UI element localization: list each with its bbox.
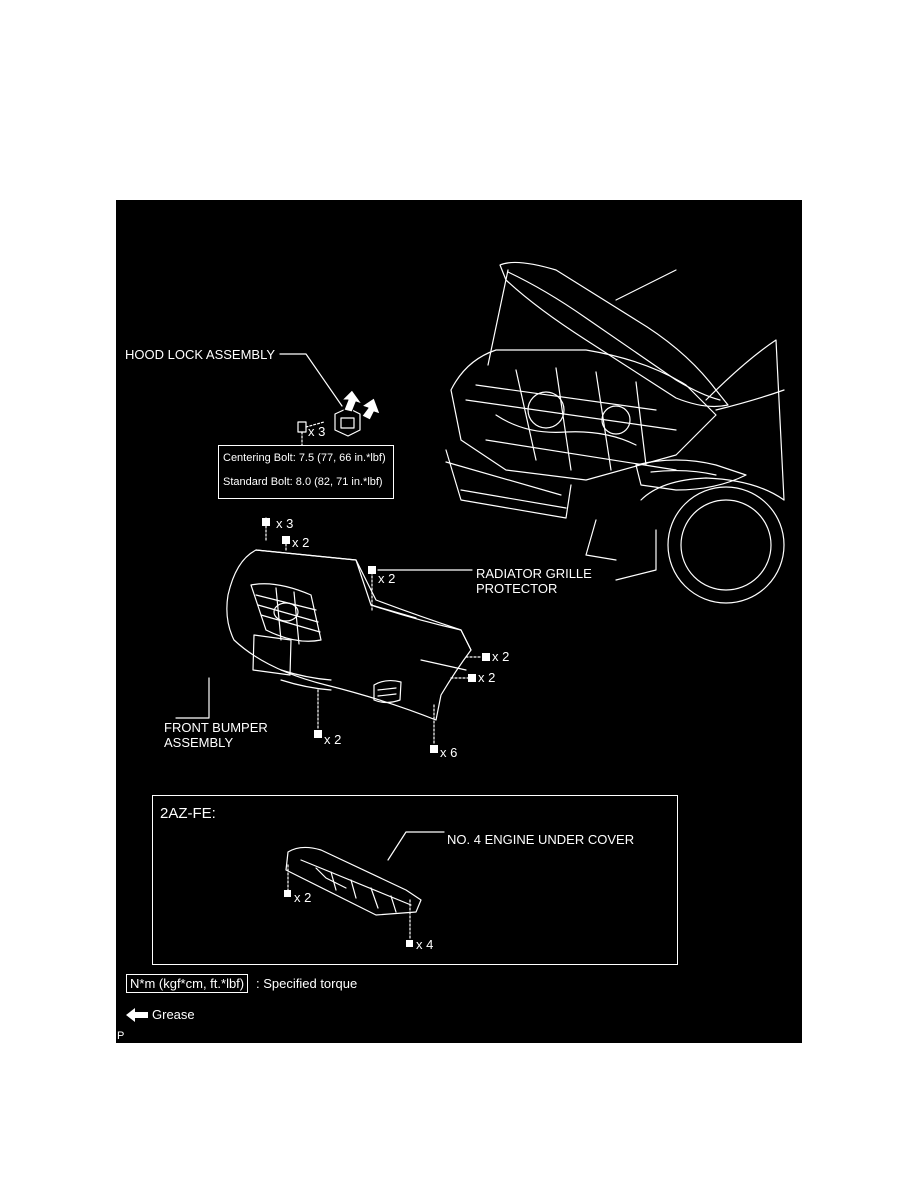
front-bumper-label-2: ASSEMBLY: [164, 735, 234, 750]
grease-icon: [126, 1008, 148, 1022]
cover-right-qty: x 4: [416, 937, 434, 952]
hood-bolt-qty: x 3: [308, 424, 326, 439]
radiator-grille-label-2: PROTECTOR: [476, 581, 558, 596]
grease-legend-label: Grease: [152, 1007, 195, 1022]
torque-unit-legend-box: N*m (kgf*cm, ft.*lbf): [126, 974, 249, 993]
bottom-left-qty: x 2: [324, 732, 342, 747]
panel-title: 2AZ-FE:: [160, 805, 216, 822]
side-upper-qty: x 2: [492, 649, 510, 664]
radiator-grille-label-1: RADIATOR GRILLE: [476, 566, 592, 581]
torque-spec-box: Centering Bolt: 7.5 (77, 66 in.*lbf) Sta…: [218, 445, 394, 499]
bumper-top-qty-a: x 3: [276, 516, 294, 531]
bumper-top-qty-b: x 2: [292, 535, 310, 550]
grille-qty: x 2: [378, 571, 396, 586]
exploded-diagram: HOOD LOCK ASSEMBLY x 3 Centering Bolt: 7…: [116, 200, 802, 1043]
torque-unit-legend-text: : Specified torque: [256, 976, 358, 991]
engine-variant-panel: [152, 795, 678, 965]
bottom-right-qty: x 6: [440, 745, 458, 760]
car-front-drawing: [445, 261, 785, 604]
engine-under-cover-label: NO. 4 ENGINE UNDER COVER: [447, 832, 635, 847]
front-bumper-label-1: FRONT BUMPER: [164, 720, 268, 735]
diagram-linework: [175, 261, 785, 947]
engine-under-cover-drawing: [285, 831, 445, 941]
front-bumper-drawing: [175, 517, 483, 746]
side-lower-qty: x 2: [478, 670, 496, 685]
bolt-markers: [262, 518, 490, 947]
centering-bolt-torque: Centering Bolt: 7.5 (77, 66 in.*lbf): [223, 452, 386, 464]
grease-arrows: [341, 389, 381, 421]
corner-mark: P: [117, 1030, 125, 1042]
hood-lock-label: HOOD LOCK ASSEMBLY: [125, 347, 276, 362]
standard-bolt-torque: Standard Bolt: 8.0 (82, 71 in.*lbf): [223, 476, 383, 488]
cover-left-qty: x 2: [294, 890, 312, 905]
